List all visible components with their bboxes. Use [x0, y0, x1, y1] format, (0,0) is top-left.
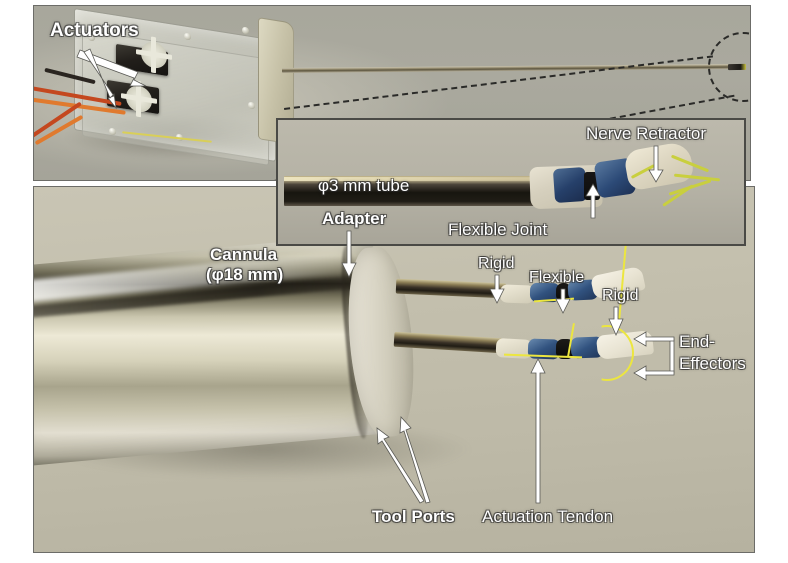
- label-flexible: Flexible: [529, 269, 585, 286]
- label-tool-ports: Tool Ports: [372, 507, 455, 526]
- actuators-arrows: [76, 48, 147, 110]
- phi3mm-tube: [284, 176, 534, 206]
- label-phi3mm-tube: φ3 mm tube: [318, 176, 410, 195]
- cannula-end-effector-photo: Cannula (φ18 mm) Adapter Rigid Flexible …: [33, 186, 755, 553]
- tool-tip-closeup-inset: φ3 mm tube Nerve Retractor Flexible Join…: [276, 118, 746, 246]
- inset-arrows: [585, 145, 664, 219]
- label-rigid-1: Rigid: [478, 255, 515, 272]
- label-cannula-line1: Cannula: [210, 245, 278, 264]
- label-actuators: Actuators: [50, 20, 139, 41]
- bottom-panel-arrows: [341, 230, 675, 504]
- tube-highlight: [284, 177, 534, 181]
- label-nerve-retractor: Nerve Retractor: [586, 124, 706, 143]
- label-flexible-joint: Flexible Joint: [448, 220, 548, 239]
- label-adapter: Adapter: [322, 209, 387, 228]
- label-rigid-2: Rigid: [602, 287, 639, 304]
- label-actuation-tendon: Actuation Tendon: [482, 507, 614, 526]
- label-cannula-line2: (φ18 mm): [206, 265, 284, 284]
- label-end-effectors-line2: Effectors: [679, 354, 746, 373]
- label-end-effectors-line1: End-: [679, 332, 715, 351]
- actuator-unit-photo: Actuators: [33, 5, 751, 181]
